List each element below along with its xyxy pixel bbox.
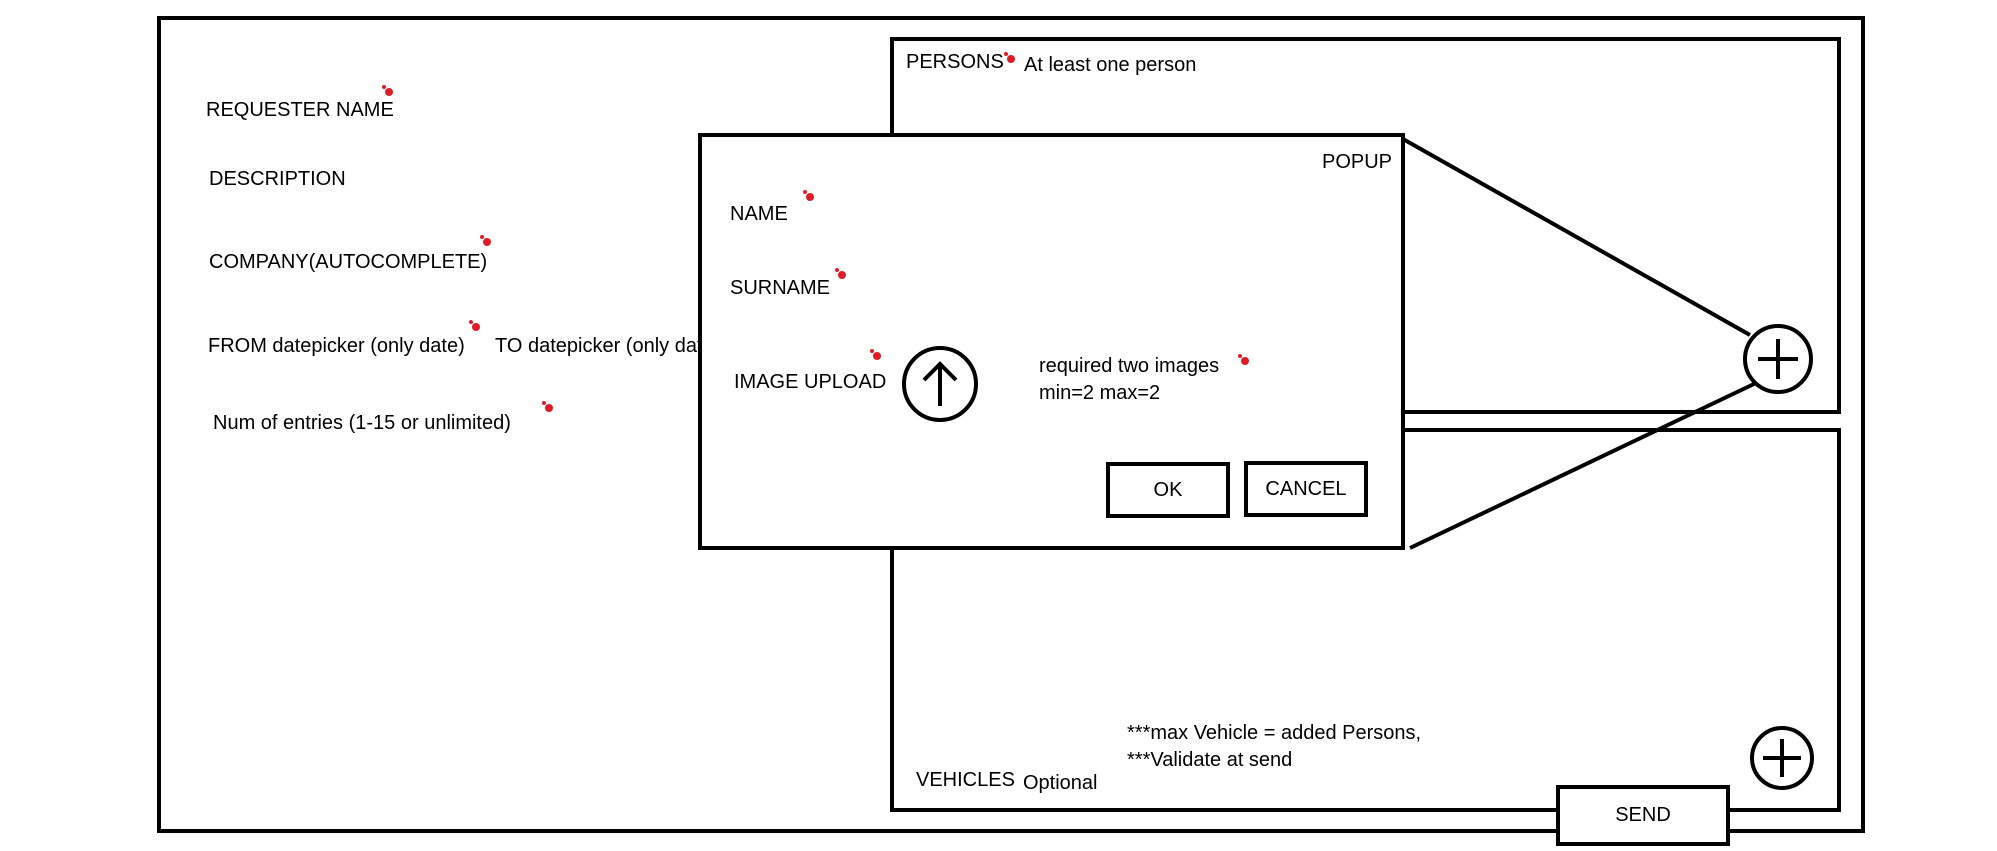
from-date-label: FROM datepicker (only date) xyxy=(208,335,465,357)
add-person-button[interactable] xyxy=(1742,323,1814,395)
persons-note: At least one person xyxy=(1024,54,1197,76)
to-date-label: TO datepicker (only date) xyxy=(495,335,721,357)
vehicles-rule-1: ***max Vehicle = added Persons, xyxy=(1127,722,1422,744)
send-button[interactable]: SEND xyxy=(1556,785,1730,846)
image-note-line-2: min=2 max=2 xyxy=(1039,382,1161,404)
add-vehicle-button[interactable] xyxy=(1749,725,1815,791)
person-popup: POPUP NAME SURNAME IMAGE UPLOAD required… xyxy=(698,133,1405,550)
required-dot-icon xyxy=(803,190,814,201)
ok-button[interactable]: OK xyxy=(1106,462,1230,518)
image-note-line-1: required two images xyxy=(1039,355,1220,377)
vehicles-rule-2: ***Validate at send xyxy=(1127,749,1293,771)
image-upload-label: IMAGE UPLOAD xyxy=(734,371,887,393)
upload-arrow-icon xyxy=(902,346,978,422)
plus-circle-icon xyxy=(1750,726,1814,790)
required-dot-icon xyxy=(1004,52,1015,63)
image-upload-button[interactable] xyxy=(900,344,980,424)
required-dot-icon xyxy=(480,235,491,246)
required-dot-icon xyxy=(835,268,846,279)
requester-name-label: REQUESTER NAME xyxy=(206,99,394,121)
persons-title: PERSONS xyxy=(906,51,1004,73)
company-label: COMPANY(AUTOCOMPLETE) xyxy=(209,251,488,273)
required-dot-icon xyxy=(469,320,480,331)
required-dot-icon xyxy=(542,401,553,412)
surname-label: SURNAME xyxy=(730,277,831,299)
required-dot-icon xyxy=(382,85,393,96)
vehicles-title: VEHICLES xyxy=(916,769,1015,791)
popup-title: POPUP xyxy=(1322,151,1393,173)
required-dot-icon xyxy=(1238,354,1249,365)
vehicles-note: Optional xyxy=(1023,772,1098,794)
outer-frame xyxy=(157,16,1865,833)
description-label: DESCRIPTION xyxy=(209,168,346,190)
name-label: NAME xyxy=(730,203,788,225)
plus-circle-icon xyxy=(1743,324,1813,394)
num-entries-label: Num of entries (1-15 or unlimited) xyxy=(213,412,511,434)
cancel-button[interactable]: CANCEL xyxy=(1244,461,1368,517)
required-dot-icon xyxy=(870,349,881,360)
